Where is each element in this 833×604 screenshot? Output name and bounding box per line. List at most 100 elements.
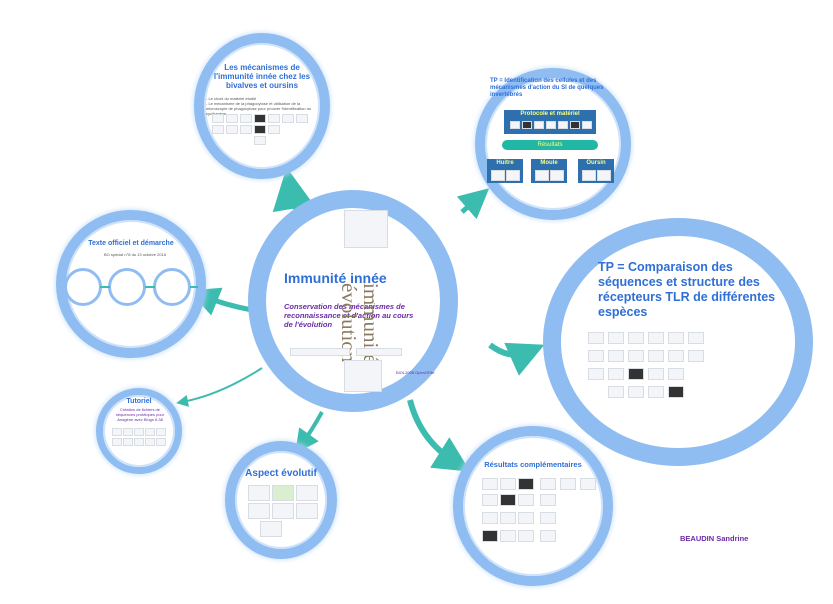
thumbnail: [248, 503, 270, 519]
arrow-to-aspect: [295, 411, 324, 454]
thumbnail: [268, 125, 280, 134]
thumbnail: [518, 494, 534, 506]
thumbnail: [482, 478, 498, 490]
thumbnail: [580, 478, 596, 490]
thumbnail: [272, 503, 294, 519]
thumbnail: [134, 428, 144, 436]
thumbnail: [628, 350, 644, 362]
node-aspect-title: Aspect évolutif: [245, 468, 317, 479]
thumbnail: [648, 332, 664, 344]
thumbnail: [482, 512, 498, 524]
author-name: BEAUDIN Sandrine: [680, 534, 749, 543]
thumbnail: [597, 170, 611, 181]
node-top-left-line2: - Le mécanisme de la phagocytose et util…: [206, 101, 312, 116]
thumbnail: [648, 386, 664, 398]
node-tutoriel-title: Tutoriel: [126, 398, 152, 405]
thumbnail: [272, 485, 294, 501]
thumbnail: [226, 125, 238, 134]
center-footnote: BIOL2008 OpenOFile: [396, 370, 435, 375]
thumbnail: [260, 521, 282, 537]
thumbnail: [668, 368, 684, 380]
thumbnail: [518, 530, 534, 542]
thumbnail: [518, 478, 534, 490]
thumbnail: [582, 121, 592, 129]
thumbnail: [254, 125, 266, 134]
center-top-thumbnail: [344, 210, 388, 248]
thumbnail: [588, 350, 604, 362]
center-bottom-thumbnail: [344, 360, 382, 392]
thumbnail: [482, 494, 498, 506]
step-circle-3: [153, 268, 191, 306]
thumbnail: [212, 114, 224, 123]
thumbnail: [522, 121, 532, 129]
node-tutoriel-sub: Création de fichiers de séquences protéi…: [115, 407, 165, 422]
node-right-title: TP = Comparaison des séquences et struct…: [598, 260, 776, 319]
thumbnail: [628, 386, 644, 398]
thumbnail: [500, 530, 516, 542]
thumbnail: [668, 332, 684, 344]
node-left-title: Texte officiel et démarche: [88, 240, 174, 247]
thumbnail: [156, 438, 166, 446]
thumbnail: [608, 350, 624, 362]
thumbnail: [134, 438, 144, 446]
center-subtitle: Conservation des mécanismes de reconnais…: [284, 302, 414, 329]
node-top-right-title: TP = Identification des cellules et des …: [490, 78, 604, 98]
thumbnail: [628, 332, 644, 344]
thumbnail: [156, 428, 166, 436]
thumbnail: [282, 114, 294, 123]
thumbnail: [688, 350, 704, 362]
node-resultats[interactable]: [453, 426, 613, 586]
thumbnail: [123, 428, 133, 436]
thumbnail: [500, 512, 516, 524]
thumbnail: [240, 125, 252, 134]
thumbnail: [510, 121, 520, 129]
node-aspect[interactable]: [225, 441, 337, 559]
node-top-left[interactable]: [194, 33, 330, 179]
arrow-to-resultats: [407, 399, 471, 472]
thumbnail: [540, 530, 556, 542]
thumbnail: [112, 428, 122, 436]
logo-strip: [356, 348, 402, 356]
step-circle-1: [64, 268, 102, 306]
thumbnail: [518, 512, 534, 524]
arrow-to-top-right: [456, 188, 490, 220]
node-top-right[interactable]: [475, 68, 631, 220]
thumbnail: [588, 332, 604, 344]
thumbnail: [145, 438, 155, 446]
thumbnail: [608, 332, 624, 344]
thumbnail: [248, 485, 270, 501]
step-connector: [145, 286, 155, 288]
thumbnail: [688, 332, 704, 344]
thumbnail: [534, 121, 544, 129]
logo-strip: [290, 348, 350, 356]
thumbnail: [540, 494, 556, 506]
thumbnail: [540, 512, 556, 524]
arrow-to-left: [189, 287, 253, 316]
thumbnail: [500, 494, 516, 506]
thumbnail: [212, 125, 224, 134]
thumbnail: [535, 170, 549, 181]
thumbnail: [506, 170, 520, 181]
thumbnail: [254, 114, 266, 123]
thumbnail: [570, 121, 580, 129]
thumbnail: [112, 438, 122, 446]
thumbnail: [668, 350, 684, 362]
step-connector: [190, 286, 198, 288]
thumbnail: [491, 170, 505, 181]
thumbnail: [296, 485, 318, 501]
thumbnail: [296, 503, 318, 519]
thumbnail: [226, 114, 238, 123]
thumbnail: [668, 386, 684, 398]
thumbnail: [628, 368, 644, 380]
step-circle-2: [108, 268, 146, 306]
arrow-to-right: [488, 342, 545, 376]
thumbnail: [123, 438, 133, 446]
thumbnail: [558, 121, 568, 129]
thumbnail: [648, 350, 664, 362]
thumbnail: [588, 368, 604, 380]
thumbnail: [482, 530, 498, 542]
thumbnail: [546, 121, 556, 129]
thumbnail: [582, 170, 596, 181]
node-tutoriel[interactable]: [96, 388, 182, 474]
thumbnail: [648, 368, 664, 380]
